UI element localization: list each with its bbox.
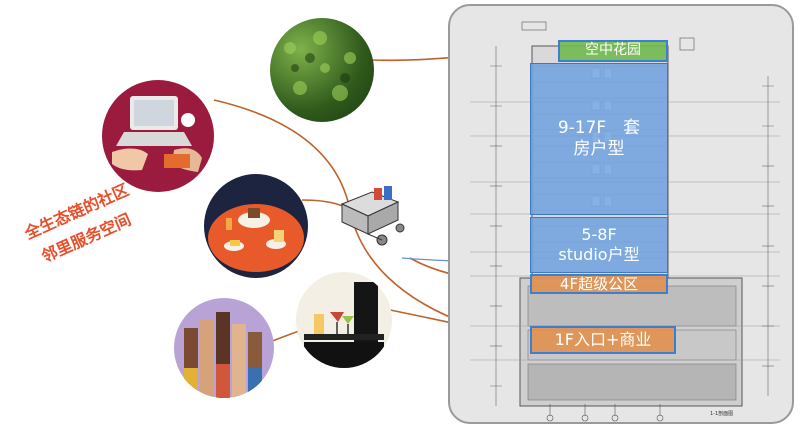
fists-icon [184,312,262,398]
cafe-icon [304,282,384,368]
raised-fists-illustration [174,298,274,398]
dining-table-illustration [204,174,308,278]
robot-machine-illustration [338,180,410,250]
zone-retail: 1F入口+商业 [530,326,676,354]
zone-studio-label-line2: studio户型 [558,245,640,264]
drawing-caption: 1-1剖面图 [710,411,734,417]
zone-studio: 5-8F studio户型 [530,217,668,273]
cafe-illustration [296,272,392,368]
zone-retail-label: 1F入口+商业 [554,330,652,349]
laptop-work-illustration [102,80,214,192]
zone-roof-garden-label: 空中花园 [585,42,641,59]
zone-hub: 4F超级公区 [530,274,668,294]
laptop-icon [112,96,202,172]
zone-hub-label: 4F超级公区 [559,274,639,293]
leaf-texture [284,31,356,101]
zone-roof-garden: 空中花园 [558,40,668,62]
zone-suites-label-line2: 房户型 [573,139,625,159]
zone-suites: 9-17F 套 房户型 [530,63,668,215]
zone-studio-label-line1: 5-8F [581,225,617,244]
green-wall-photo [270,18,374,122]
table-icon [208,204,304,272]
machine-icon [340,186,405,246]
zone-suites-label-line1: 9-17F 套 [557,117,641,138]
building-section-panel: 空中花园 9-17F 套 房户型 5-8F studio户型 4F超级公区 1F… [448,4,794,424]
